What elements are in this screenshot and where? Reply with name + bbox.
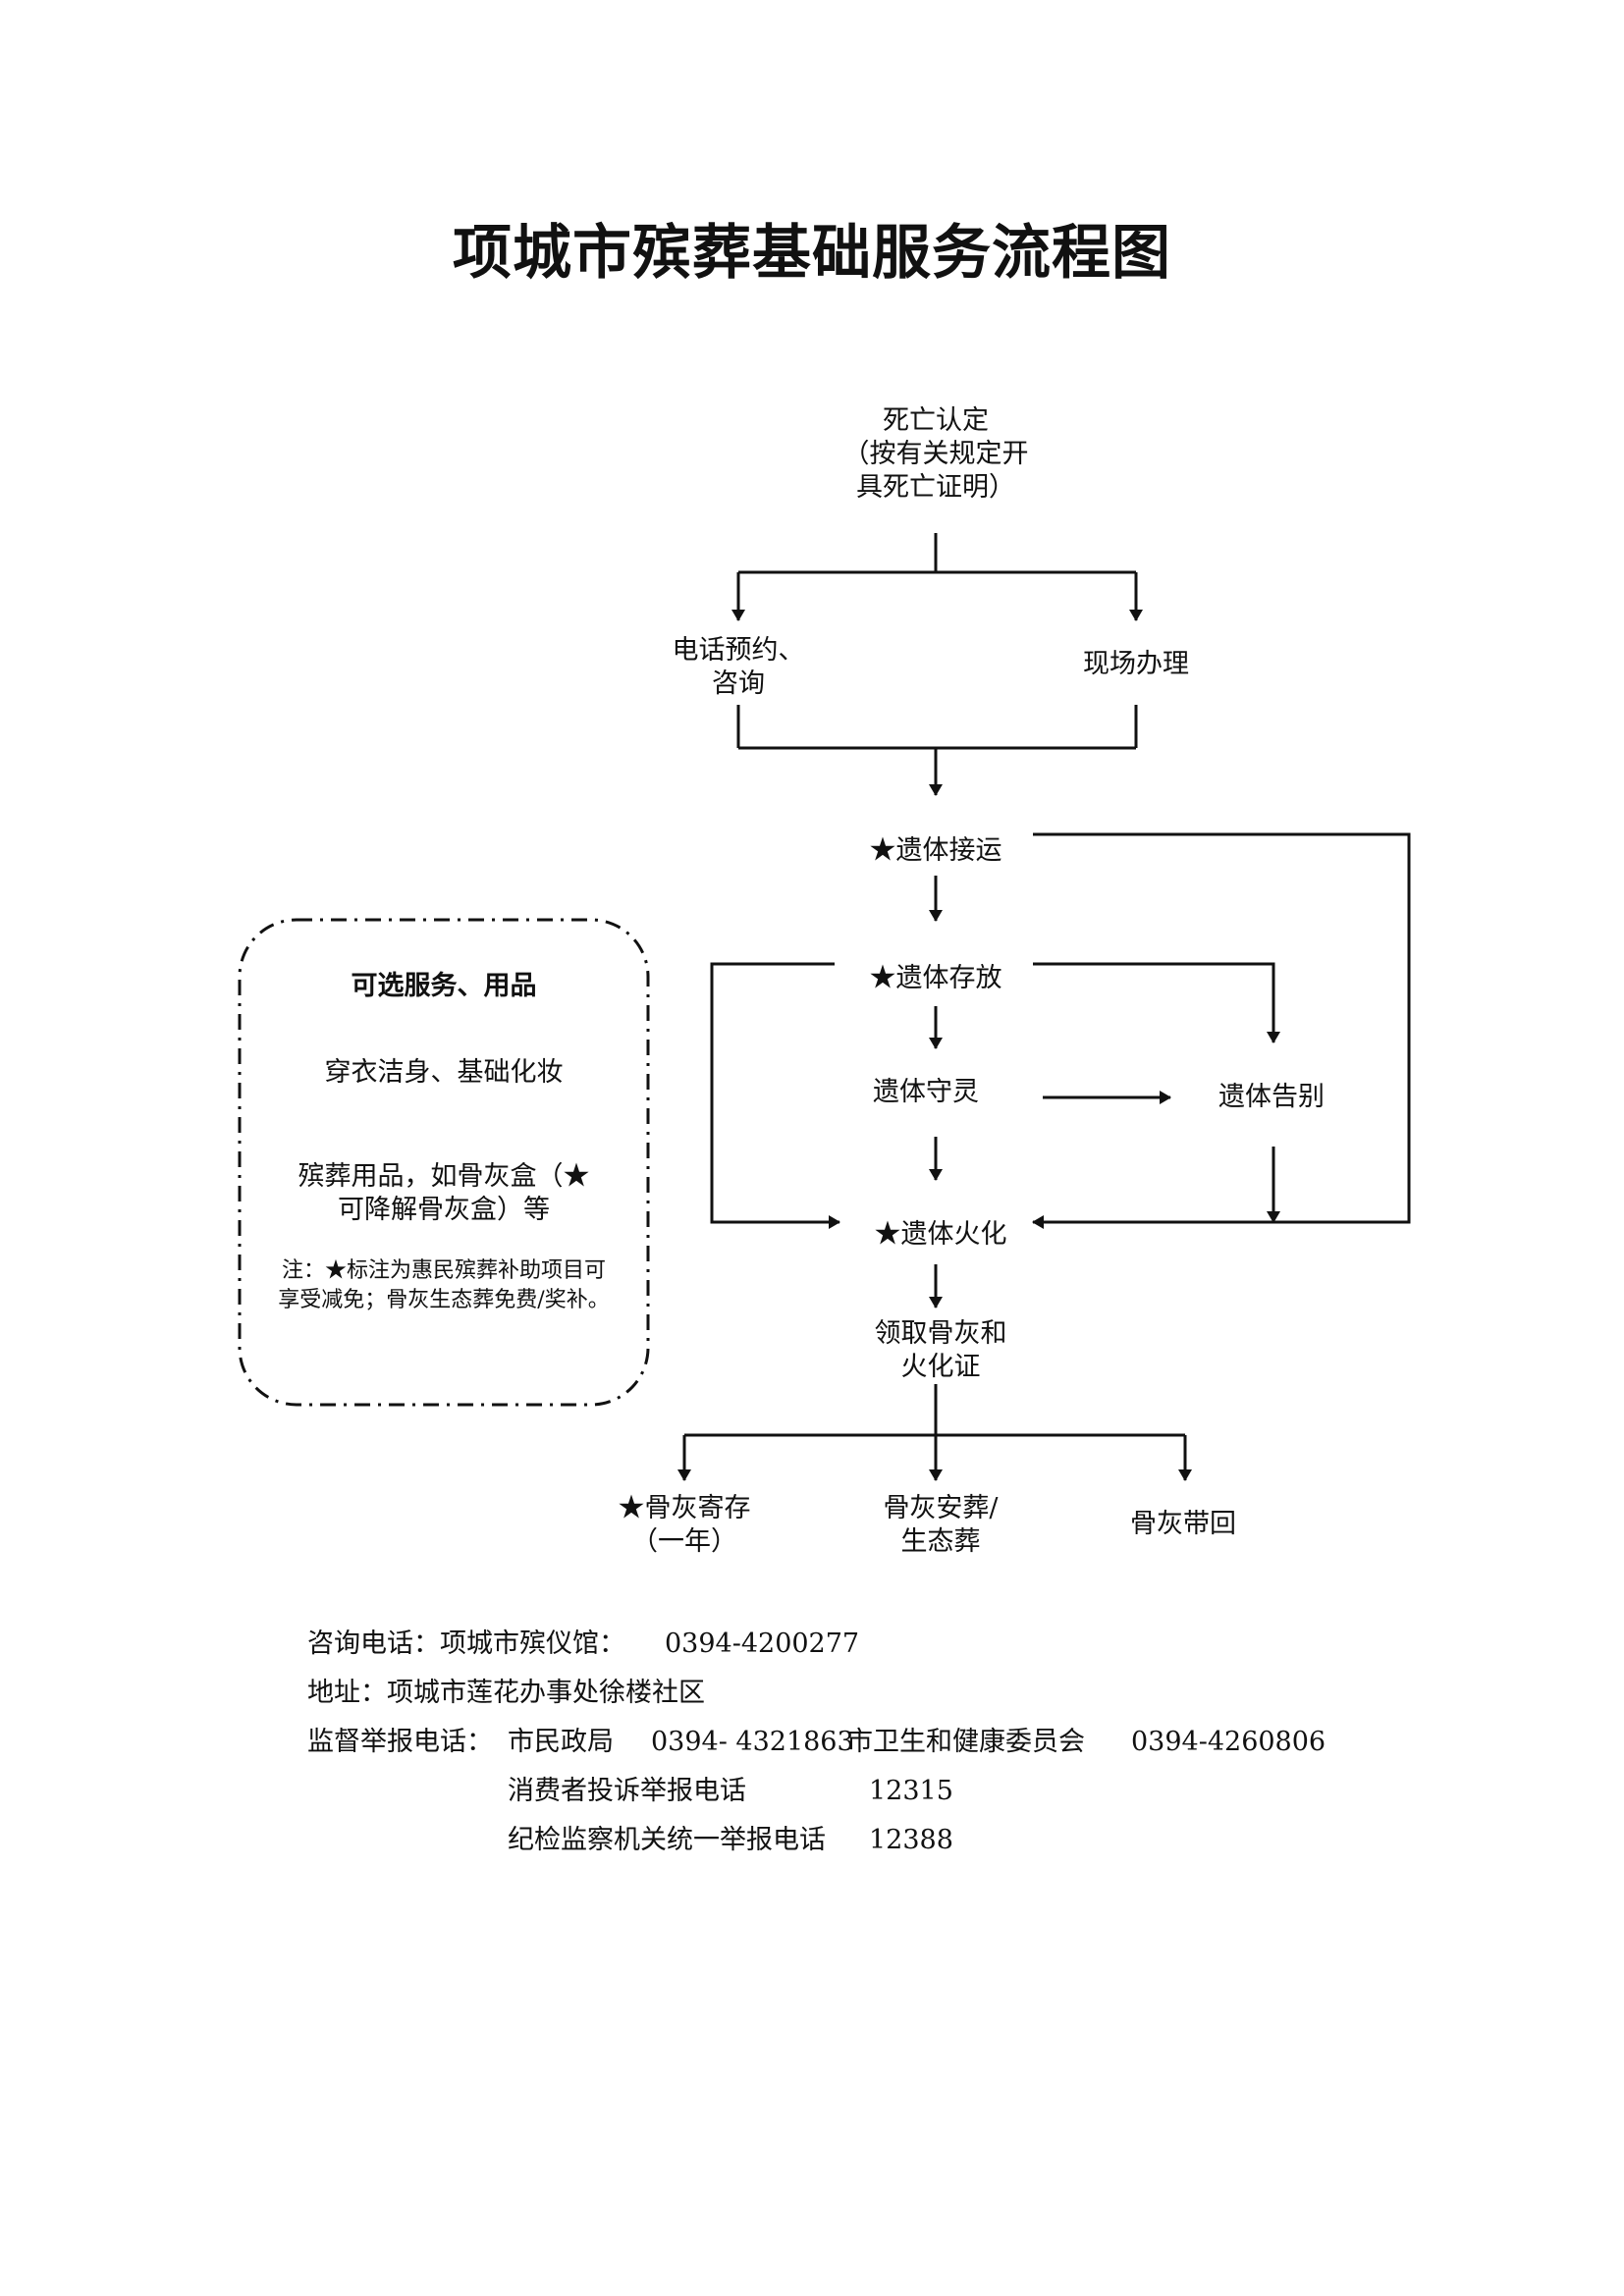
optional-services-note: 注：★标注为惠民殡葬补助项目可 享受减免；骨灰生态葬免费/奖补。 xyxy=(238,1256,650,1315)
page-title: 项城市殡葬基础服务流程图 xyxy=(453,219,1171,288)
node-transport: ★遗体接运 xyxy=(838,834,1034,868)
contact-discipline-number: 12388 xyxy=(869,1825,953,1855)
optional-services-item-supplies: 殡葬用品，如骨灰盒（★ 可降解骨灰盒）等 xyxy=(238,1160,650,1227)
optional-services-item-supplies-line2: 可降解骨灰盒）等 xyxy=(338,1195,550,1225)
optional-services-note-line1: 注：★标注为惠民殡葬补助项目可 xyxy=(281,1258,606,1283)
node-death-confirm-line2: （按有关规定开 xyxy=(842,439,1029,469)
node-death-confirm: 死亡认定 （按有关规定开 具死亡证明） xyxy=(838,404,1034,505)
contact-address: 地址：项城市莲花办事处徐楼社区 xyxy=(307,1678,705,1708)
node-ash-burial-line2: 生态葬 xyxy=(900,1526,981,1557)
contact-consumer-label: 消费者投诉举报电话 xyxy=(508,1776,746,1806)
node-phone-booking-line1: 电话预约、 xyxy=(672,635,805,666)
node-storage: ★遗体存放 xyxy=(838,962,1034,995)
optional-services-note-line2: 享受减免；骨灰生态葬免费/奖补。 xyxy=(278,1288,610,1312)
node-farewell: 遗体告别 xyxy=(1173,1081,1370,1114)
optional-services-heading: 可选服务、用品 xyxy=(351,971,537,1001)
node-onsite: 现场办理 xyxy=(1038,648,1234,681)
node-vigil: 遗体守灵 xyxy=(828,1076,1024,1109)
node-collect-line2: 火化证 xyxy=(900,1352,981,1382)
contact-civil-affairs-number: 0394- 4321863 xyxy=(651,1727,854,1757)
contact-health-commission: 市卫生和健康委员会 xyxy=(846,1727,1085,1757)
contact-consult-number: 0394-4200277 xyxy=(665,1629,860,1659)
node-collect-line1: 领取骨灰和 xyxy=(874,1318,1007,1349)
node-onsite-label: 现场办理 xyxy=(1083,649,1189,679)
edge-transport-bypass xyxy=(1032,832,1411,1229)
contact-health-commission-number: 0394-4260806 xyxy=(1131,1727,1326,1757)
optional-services-item-supplies-line1: 殡葬用品，如骨灰盒（★ xyxy=(298,1161,590,1192)
edge-storage-to-farewell xyxy=(1033,962,1280,1043)
node-storage-label: ★遗体存放 xyxy=(869,963,1002,993)
contact-consumer-number: 12315 xyxy=(869,1776,953,1806)
node-vigil-label: 遗体守灵 xyxy=(873,1077,979,1107)
node-phone-booking-line2: 咨询 xyxy=(712,668,765,699)
node-death-confirm-line1: 死亡认定 xyxy=(883,405,989,436)
node-ash-storage-line1: ★骨灰寄存 xyxy=(618,1493,751,1523)
optional-services-box xyxy=(238,918,650,1407)
contact-civil-affairs: 市民政局 xyxy=(508,1727,614,1757)
contact-supervision-label: 监督举报电话： xyxy=(307,1727,493,1757)
node-ash-storage: ★骨灰寄存 （一年） xyxy=(586,1492,783,1559)
node-ash-takehome: 骨灰带回 xyxy=(1085,1508,1281,1541)
contact-discipline-label: 纪检监察机关统一举报电话 xyxy=(508,1825,826,1855)
node-cremation-label: ★遗体火化 xyxy=(874,1219,1007,1250)
node-ash-burial: 骨灰安葬/ 生态葬 xyxy=(842,1492,1039,1559)
optional-services-item-dressing: 穿衣洁身、基础化妆 xyxy=(324,1057,564,1088)
node-ash-takehome-label: 骨灰带回 xyxy=(1130,1509,1236,1539)
node-ash-storage-line2: （一年） xyxy=(631,1526,737,1557)
edge-storage-bypass xyxy=(710,962,840,1229)
node-cremation: ★遗体火化 xyxy=(842,1218,1039,1252)
node-farewell-label: 遗体告别 xyxy=(1218,1082,1325,1112)
node-collect: 领取骨灰和 火化证 xyxy=(842,1317,1039,1384)
node-death-confirm-line3: 具死亡证明） xyxy=(856,472,1015,503)
contact-consult-label: 咨询电话：项城市殡仪馆： xyxy=(307,1629,625,1659)
node-transport-label: ★遗体接运 xyxy=(869,835,1002,866)
node-ash-burial-line1: 骨灰安葬/ xyxy=(883,1493,999,1523)
node-phone-booking: 电话预约、 咨询 xyxy=(640,634,837,701)
